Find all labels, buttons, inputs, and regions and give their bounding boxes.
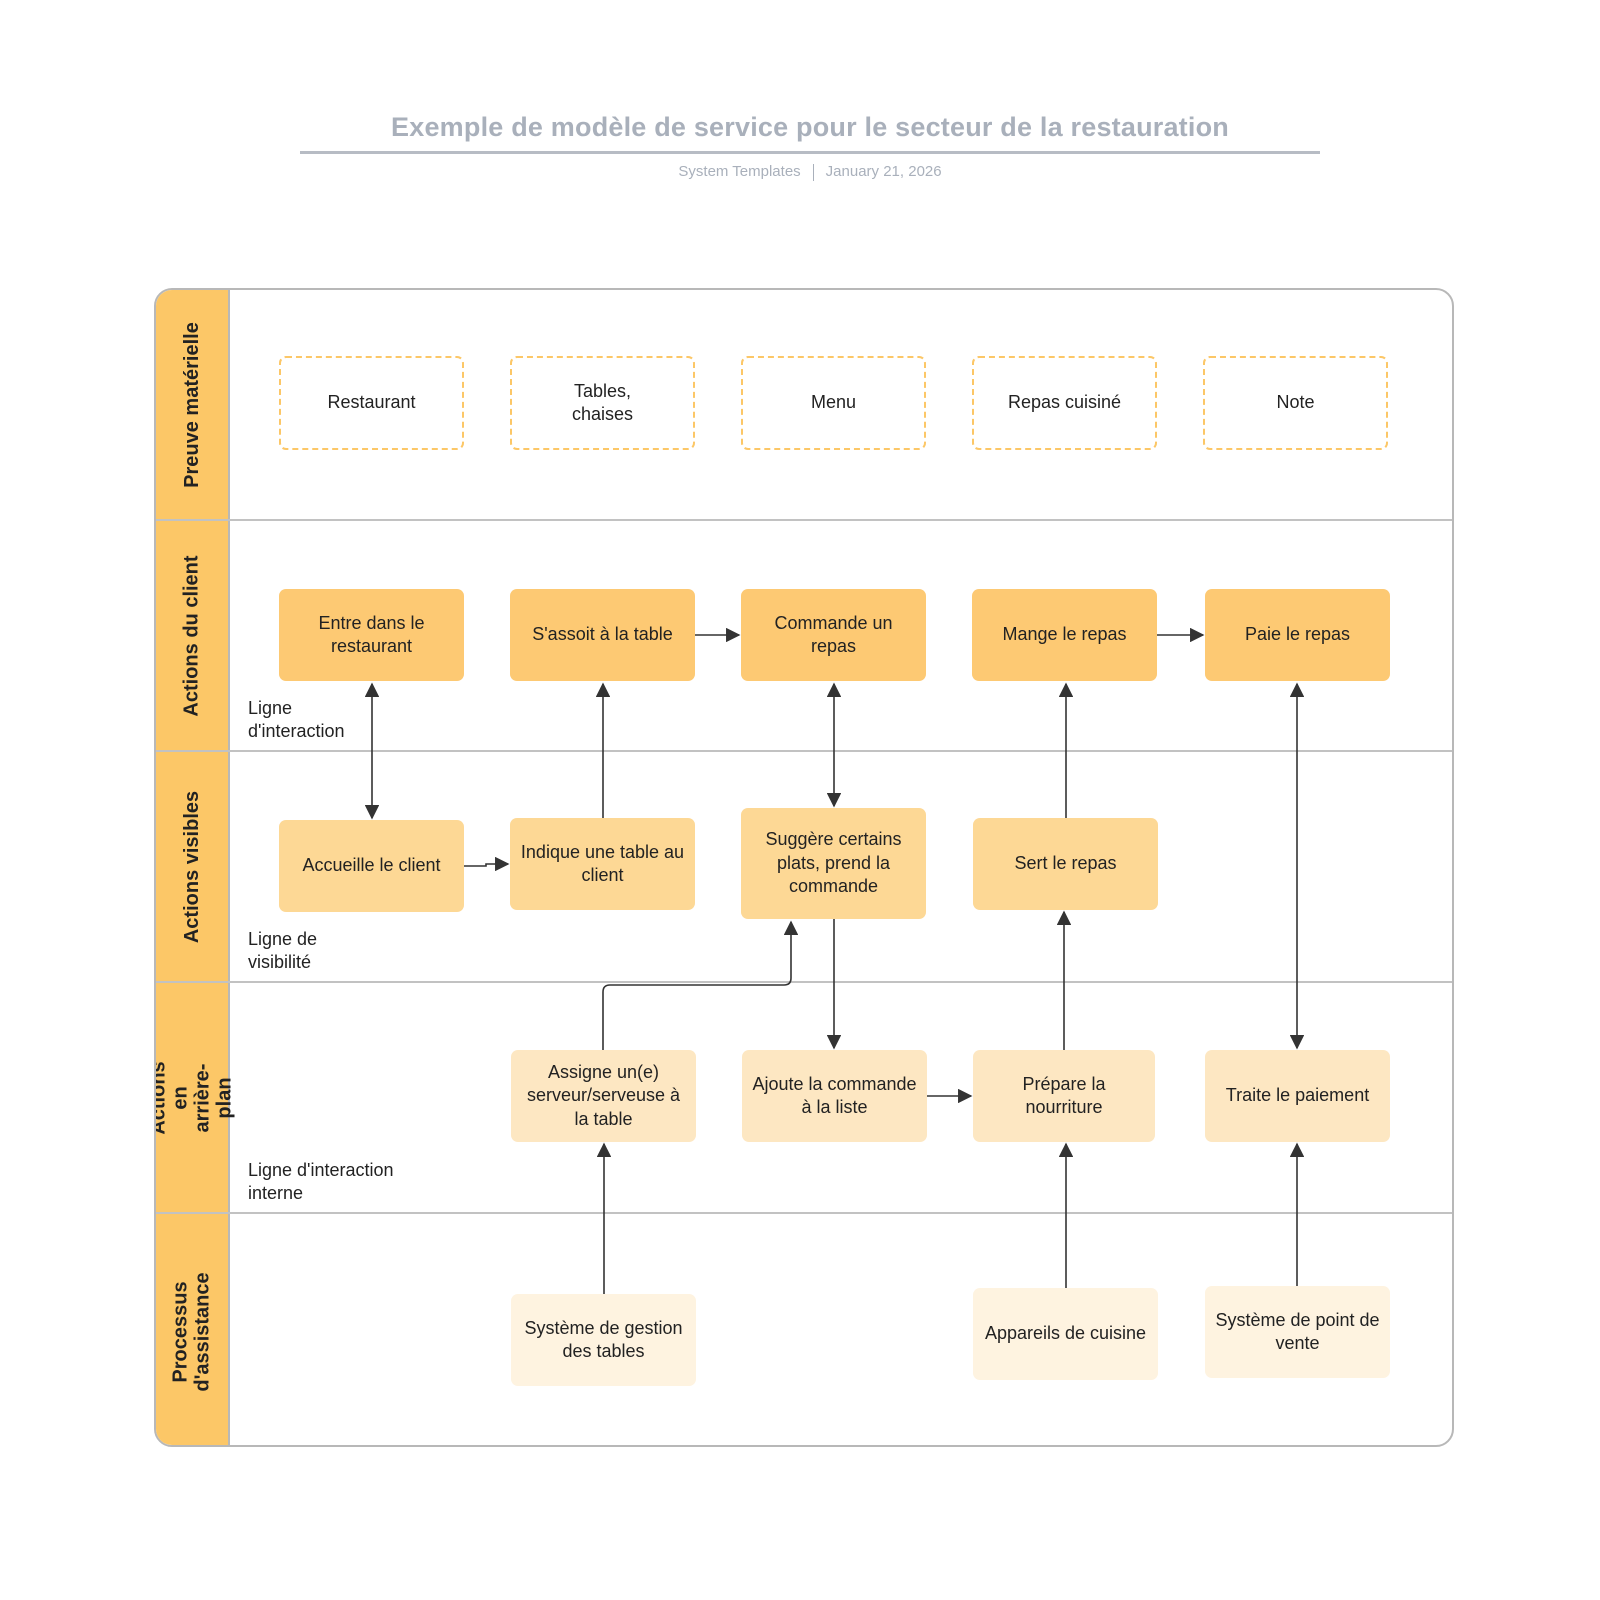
evidence-restaurant: Restaurant: [279, 356, 464, 450]
onstage-seat: Indique une table au client: [510, 818, 695, 910]
evidence-menu: Menu: [741, 356, 926, 450]
internal-interaction-line-label: Ligne d'interaction interne: [248, 1160, 394, 1204]
customer-eats: Mange le repas: [972, 589, 1157, 681]
customer-sits: S'assoit à la table: [510, 589, 695, 681]
evidence-tables-chairs-label: Tables, chaises: [571, 380, 634, 424]
arrow-assign-to-take-order: [602, 920, 799, 1050]
line-of-internal-interaction: [156, 1212, 1452, 1214]
onstage-take-order: Suggère certains plats, prend la command…: [741, 808, 926, 919]
subtitle: System Templates January 21, 2026: [300, 163, 1320, 181]
backstage-assign-server: Assigne un(e) serveur/serveuse à la tabl…: [511, 1050, 696, 1142]
onstage-serve: Sert le repas: [973, 818, 1158, 910]
author-label: System Templates: [678, 163, 801, 180]
backstage-add-order: Ajoute la commande à la liste: [742, 1050, 927, 1142]
line-of-visibility: [156, 981, 1452, 983]
backstage-process-payment: Traite le paiement: [1205, 1050, 1390, 1142]
date-label: January 21, 2026: [825, 163, 942, 180]
support-table-system: Système de gestion des tables: [511, 1294, 696, 1386]
evidence-tables-chairs: Tables, chaises: [510, 356, 695, 450]
customer-pays: Paie le repas: [1205, 589, 1390, 681]
arrow-greet-to-seat: [464, 856, 510, 872]
interaction-line-label: Ligne d'interaction: [248, 698, 345, 742]
support-kitchen-equipment: Appareils de cuisine: [973, 1288, 1158, 1380]
lane-divider: [156, 519, 1452, 521]
visibility-line-label: Ligne de visibilité: [248, 929, 318, 973]
line-of-interaction: [156, 750, 1452, 752]
backstage-prepare-food: Prépare la nourriture: [973, 1050, 1155, 1142]
evidence-cooked-meal: Repas cuisiné: [972, 356, 1157, 450]
title-block: Exemple de modèle de service pour le sec…: [300, 112, 1320, 143]
evidence-bill: Note: [1203, 356, 1388, 450]
title-underline: [300, 151, 1320, 154]
customer-orders: Commande un repas: [741, 589, 926, 681]
blueprint-frame: Preuve matérielle Actions du client Acti…: [154, 288, 1454, 1447]
customer-enters: Entre dans le restaurant: [279, 589, 464, 681]
subtitle-separator: [812, 163, 814, 181]
onstage-greet: Accueille le client: [279, 820, 464, 912]
lane-header-column: Preuve matérielle Actions du client Acti…: [156, 290, 236, 1445]
support-pos-system: Système de point de vente: [1205, 1286, 1390, 1378]
diagram-title: Exemple de modèle de service pour le sec…: [391, 112, 1229, 142]
